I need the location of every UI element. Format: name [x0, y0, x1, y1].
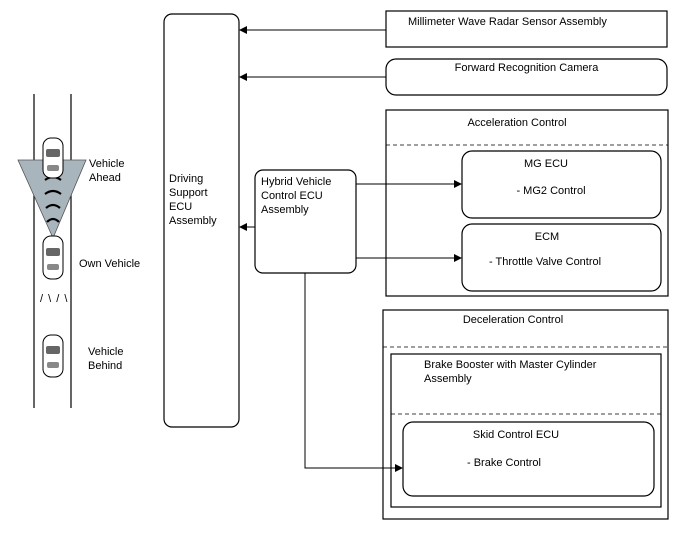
- deceleration-control-title: Deceleration Control: [462, 314, 564, 326]
- radar-wave-marks: [44, 175, 62, 223]
- hybrid-ecu-label: Hybrid Vehicle Control ECU Assembly: [261, 176, 332, 216]
- skid-control-ecu-item: - Brake Control: [467, 457, 541, 469]
- radar-sensor-box: [385, 10, 668, 48]
- skid-control-ecu-title: Skid Control ECU: [472, 429, 560, 441]
- hybrid-to-skid-arrow: [304, 273, 403, 472]
- sensor-marks: / \ / \: [40, 293, 69, 305]
- vehicle-ahead-icon: [42, 137, 64, 179]
- driving-support-ecu-box: [163, 13, 240, 428]
- radar-sensor-label: Millimeter Wave Radar Sensor Assembly: [408, 16, 607, 28]
- vehicle-behind-label: Vehicle Behind: [88, 346, 124, 372]
- ecm-box: [461, 223, 662, 292]
- mg-ecu-box: [461, 150, 662, 219]
- skid-control-ecu-box: [402, 421, 655, 497]
- camera-label: Forward Recognition Camera: [454, 62, 599, 74]
- own-vehicle-icon: [42, 235, 64, 280]
- mg-ecu-item: - MG2 Control: [516, 185, 586, 197]
- ecm-item: - Throttle Valve Control: [489, 256, 602, 268]
- brake-booster-title: Brake Booster with Master Cylinder Assem…: [424, 359, 597, 385]
- acceleration-control-title: Acceleration Control: [467, 117, 567, 129]
- mg-ecu-title: MG ECU: [524, 158, 568, 170]
- vehicle-ahead-label: Vehicle Ahead: [89, 158, 125, 184]
- ecm-title: ECM: [534, 231, 560, 243]
- own-vehicle-label: Own Vehicle: [79, 258, 141, 270]
- driving-support-ecu-label: Driving Support ECU Assembly: [169, 173, 217, 227]
- vehicle-behind-icon: [42, 334, 64, 378]
